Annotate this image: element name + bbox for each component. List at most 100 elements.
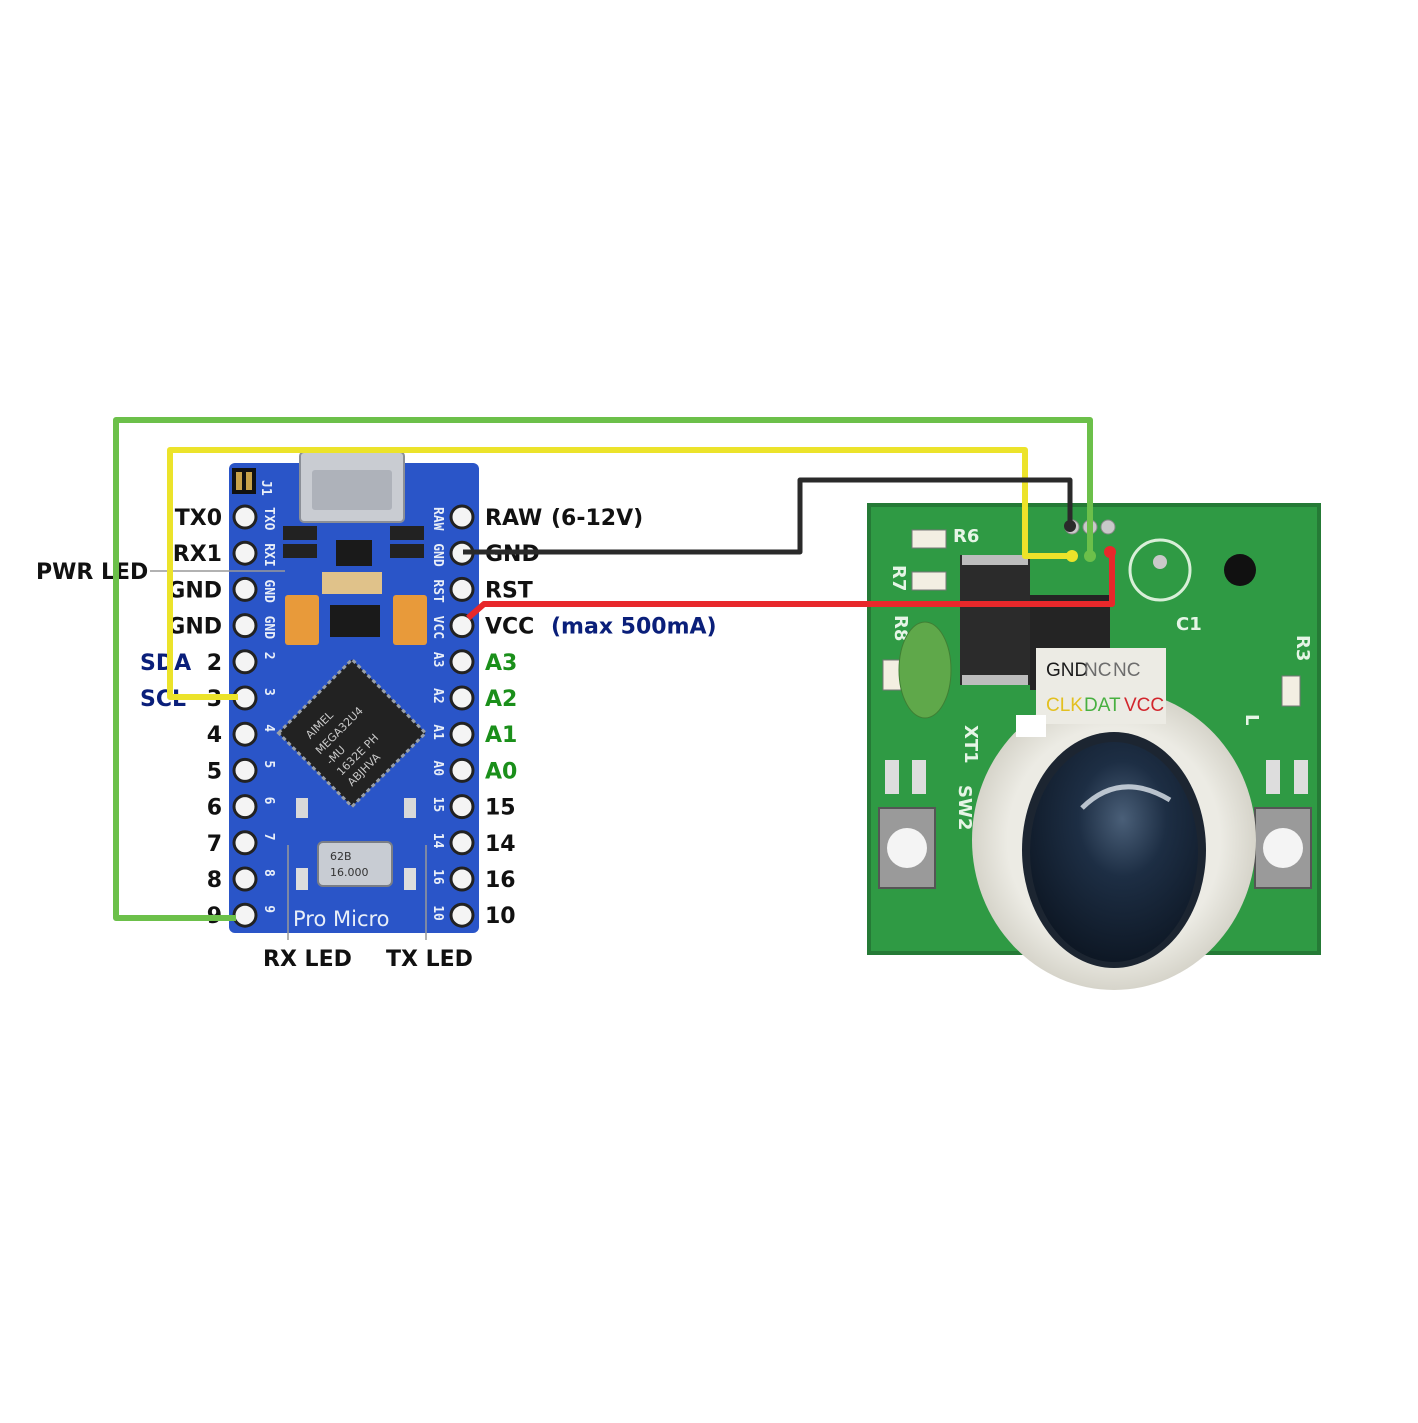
pin-silk-label: 3 [261,688,276,696]
pin-label-vcc: VCC [1124,695,1164,716]
silk-c1: C1 [1176,614,1202,635]
pin-pad [449,685,475,711]
pin-label: GND [167,578,222,603]
gnd-wire-end [1064,520,1076,532]
left-pin-7: 44 [207,721,276,748]
pin-label: RAW [485,506,542,531]
pin-pad [232,613,258,639]
trackball-ball [1030,742,1198,962]
pin-alt-label: SDA [140,651,191,676]
pin-silk-label: A3 [430,652,445,668]
pin-silk-label: 2 [261,652,276,660]
pin-pad [449,504,475,530]
pin-label: RST [485,578,533,603]
pin-label: GND [485,542,540,567]
pin-silk-label: 10 [430,905,445,921]
left-pin-9: 66 [207,794,276,821]
vcc-wire-end [1104,546,1116,558]
pin-silk-label: GND [430,543,445,567]
silk-r6: R6 [953,526,979,547]
gnd-wire [463,477,1073,555]
j1-jumper [232,468,256,494]
pin-silk-label: A1 [430,724,445,740]
pin-label-nc-1: NC [1084,660,1111,681]
pin-label: 15 [485,796,516,821]
capacitor-right [393,595,427,645]
pin-label-row-bottom: CLK DAT VCC [1046,695,1164,716]
pin-silk-label: RST [430,579,445,603]
pin-note: (max 500mA) [551,615,717,640]
pin-pad [232,866,258,892]
pro-micro-board: J1 AIMEL MEGA32U4-MU1632E PHABJHVA 62B 1… [140,451,717,933]
pin-layer: TXOTX0RXIRX1GNDGNDGNDGND22SDA33SCL445566… [140,504,717,929]
silk-r8: R8 [890,615,911,641]
right-pin-6: A2 A2 [430,685,517,712]
sensor-ic [960,555,1030,685]
vcc-wire [466,552,1115,621]
pin-pad [449,902,475,928]
pin-label: A2 [485,687,517,712]
pin-pad [449,830,475,856]
right-pin-3: RST RST [430,576,533,603]
tx-led-label: TX LED [386,947,473,972]
right-pin-12: 10 10 [430,902,516,929]
pin-silk-label: 8 [261,869,276,877]
dat-wire [113,417,1093,921]
pin-silk-label: VCC [430,616,445,639]
left-pin-5: 2 2 SDA [140,649,276,676]
pin-label: 10 [485,904,516,929]
atmega-chip: AIMEL MEGA32U4-MU1632E PHABJHVA [276,657,428,809]
pin-silk-label: GND [261,579,276,603]
pin-silk-label: RAW [430,507,445,531]
usb-port [312,470,392,510]
pin-label: 14 [485,832,516,857]
pin-pad [449,721,475,747]
pwr-led-label: PWR LED [36,560,148,585]
pin-label-row-top: GND NC NC [1046,660,1140,681]
pin-label: 6 [207,796,222,821]
pin-silk-label: 4 [261,724,276,732]
pin-label: A0 [485,759,517,784]
pin-label-dat: DAT [1084,695,1121,716]
pin-pad [449,613,475,639]
pin-note: (6-12V) [551,506,643,531]
pin-label-clk: CLK [1046,695,1083,716]
pin-silk-label: 6 [261,797,276,805]
regulator [336,540,372,566]
pin-pad [449,649,475,675]
silk-r3: R3 [1292,635,1313,661]
pin-pad [449,794,475,820]
pin-silk-label: 9 [261,905,276,913]
board-name: Pro Micro [293,907,390,931]
dat-wire-end [1084,550,1096,562]
pin-label: 2 [207,651,222,676]
left-pin-11: 88 [207,866,276,893]
left-pin-8: 55 [207,757,276,784]
pin-silk-label: A2 [430,688,445,704]
pin-label: RX1 [173,542,222,567]
pin-label-nc-2: NC [1113,660,1140,681]
silk-sw2: SW2 [954,785,975,830]
svg-text:62B: 62B [330,850,352,863]
pin-label: 5 [207,759,222,784]
silk-r7: R7 [888,565,909,591]
pin-label: 4 [207,723,222,748]
pin-label: TX0 [175,506,222,531]
trackball-module: R6 R7 R8 C1 R3 XT1 SW2 L [867,503,1321,990]
pin-silk-label: TXO [261,507,276,531]
pin-pad [232,649,258,675]
tx-led-chip [404,798,416,818]
capacitor-left [285,595,319,645]
silk-l: L [1241,714,1262,725]
pin-pad [232,902,258,928]
pin-pad [232,721,258,747]
crystal [317,841,393,887]
pin-silk-label: 16 [430,869,445,885]
